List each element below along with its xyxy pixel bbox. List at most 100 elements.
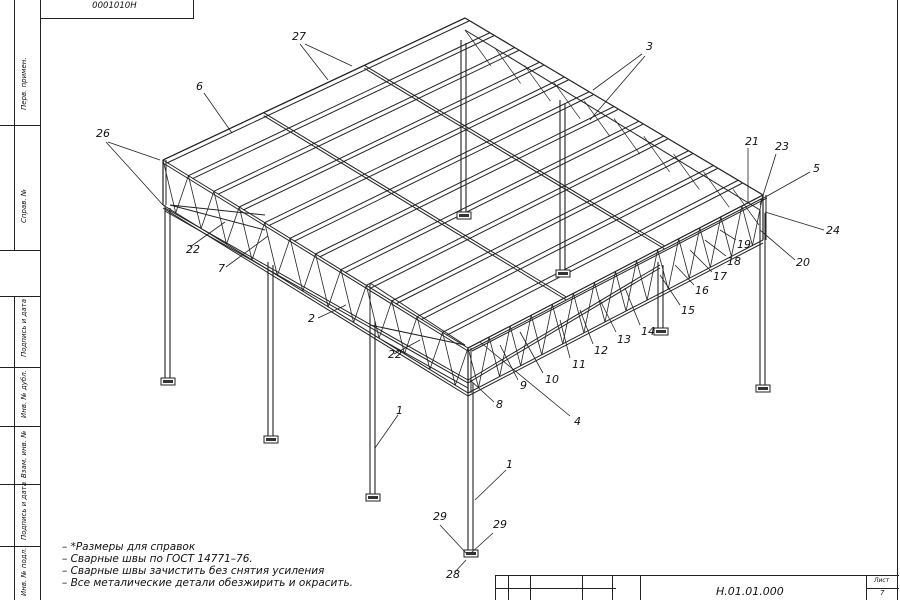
web-member xyxy=(488,336,500,377)
web-member xyxy=(741,205,753,246)
leader-line xyxy=(374,414,399,449)
strip-cell: Перв. примен. xyxy=(0,0,40,126)
callout-label: 20 xyxy=(796,256,810,269)
leader-line xyxy=(499,344,519,381)
leader-line xyxy=(659,274,681,306)
leader-line xyxy=(759,153,777,206)
web-member xyxy=(162,159,177,213)
right-frame-border xyxy=(897,0,898,600)
web-member xyxy=(731,205,743,257)
web-member xyxy=(454,347,469,386)
web-member xyxy=(499,326,511,377)
web-member xyxy=(583,100,611,137)
note-line: – Все металические детали обезжирить и о… xyxy=(62,577,353,589)
strip-cell: Справ. № xyxy=(0,125,40,251)
brace xyxy=(369,324,466,346)
purlin xyxy=(442,179,739,333)
web-member xyxy=(673,153,700,190)
callout-label: 15 xyxy=(681,304,695,317)
base-plate-fill xyxy=(656,330,666,333)
rafter xyxy=(263,115,567,301)
leader-line xyxy=(469,379,495,403)
leader-line xyxy=(299,43,329,81)
web-member xyxy=(688,227,701,279)
web-member xyxy=(200,191,215,229)
callout-label: 6 xyxy=(196,80,203,93)
roof-edge-left xyxy=(162,162,469,352)
leader-line xyxy=(759,171,811,201)
web-member xyxy=(289,238,304,292)
purlin xyxy=(293,94,594,242)
brace xyxy=(169,204,266,216)
web-member xyxy=(315,253,329,307)
note-line: – Сварные швы по ГОСТ 14771–76. xyxy=(62,553,253,565)
web-member xyxy=(478,336,490,388)
purlin xyxy=(366,135,664,286)
drawing-designation: Н.01.01.000 xyxy=(716,585,784,598)
bottom-chord-right xyxy=(467,239,764,394)
leader-line xyxy=(304,43,353,67)
leader-line xyxy=(759,229,796,261)
leader-line xyxy=(624,287,641,326)
callout-label: 12 xyxy=(594,344,608,357)
callout-label: 17 xyxy=(713,270,727,283)
technical-notes: – *Размеры для справок – Сварные швы по … xyxy=(62,541,353,589)
callout-label: 18 xyxy=(727,255,741,268)
web-member xyxy=(646,249,659,301)
callout-label: 1 xyxy=(506,458,513,471)
leader-line xyxy=(225,235,269,268)
eave-beam-left xyxy=(164,207,469,381)
callout-label: 2 xyxy=(308,312,315,325)
brace xyxy=(169,204,266,231)
callout-label: 7 xyxy=(218,262,225,275)
web-member xyxy=(709,216,722,268)
bottom-chord-left xyxy=(162,207,469,397)
purlin xyxy=(344,123,644,274)
purlin xyxy=(420,168,718,321)
callout-label: 27 xyxy=(292,30,306,43)
callout-label: 4 xyxy=(574,415,581,428)
left-margin-strip: Перв. примен. Справ. № Подпись и дата Ин… xyxy=(0,0,41,600)
web-member xyxy=(365,285,380,339)
web-member xyxy=(703,171,730,208)
callout-label: 23 xyxy=(775,140,789,153)
web-member xyxy=(467,347,479,388)
web-member xyxy=(625,260,637,312)
leader-line xyxy=(764,211,825,231)
web-member xyxy=(678,238,690,279)
note-line: – Сварные швы зачистить без снятия усиле… xyxy=(62,565,325,577)
strip-cell: Подпись и дата xyxy=(0,482,40,547)
leader-line xyxy=(107,141,161,161)
web-member xyxy=(353,285,367,323)
leader-line xyxy=(559,319,571,359)
base-plate-fill xyxy=(459,214,469,217)
purlin xyxy=(471,197,768,352)
purlin xyxy=(315,106,615,255)
leader-line xyxy=(393,339,421,355)
purlin xyxy=(446,182,743,336)
web-member xyxy=(554,82,581,120)
web-member xyxy=(551,304,564,344)
leader-line xyxy=(470,532,494,554)
web-member xyxy=(752,194,764,246)
leader-line xyxy=(454,559,467,573)
web-member xyxy=(494,47,521,84)
eave-beam-right xyxy=(467,264,661,381)
callout-label: 29 xyxy=(433,510,447,523)
leader-line xyxy=(519,331,544,374)
leader-line xyxy=(719,229,737,241)
purlin xyxy=(188,32,491,177)
roof-edge-back-right-lower xyxy=(464,29,761,211)
web-member xyxy=(327,269,342,307)
base-plate-fill xyxy=(758,387,768,390)
callout-label: 21 xyxy=(745,135,759,148)
web-member xyxy=(643,135,670,173)
callout-label: 22 xyxy=(388,348,402,361)
leader-line xyxy=(704,239,727,257)
web-member xyxy=(541,304,553,355)
web-member xyxy=(464,29,492,66)
leader-line xyxy=(592,53,643,91)
